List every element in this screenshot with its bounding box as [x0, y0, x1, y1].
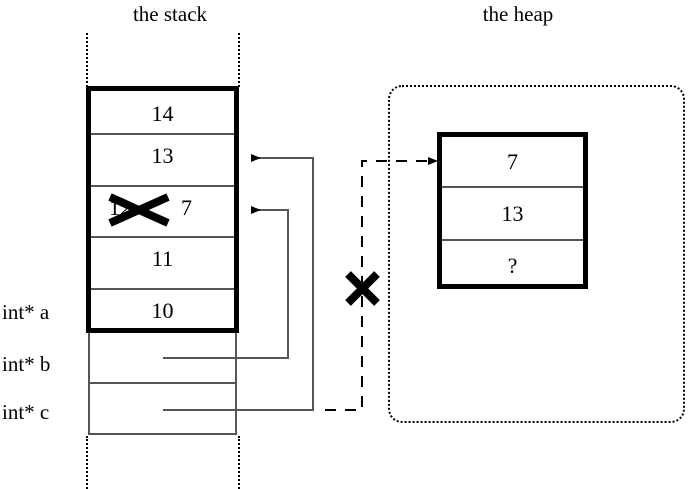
stack-cell-value: 10 — [151, 298, 174, 323]
heap-cell-value: ? — [507, 253, 518, 278]
variable-label-a: int* a — [2, 300, 50, 324]
stack-cell-value: 11 — [151, 246, 174, 271]
heap-cell-divider — [442, 239, 583, 241]
variable-label-b: int* b — [2, 352, 51, 376]
heap-cell-value: 7 — [507, 149, 518, 174]
stack-guide-left-lower — [86, 436, 88, 489]
stack-cell-value-replacement: 7 — [181, 195, 192, 220]
stack-cell-divider — [91, 185, 234, 187]
stack-cell-divider — [91, 288, 234, 290]
stack-cell-divider — [91, 236, 234, 238]
stack-pointer-cells — [88, 333, 237, 435]
stack-frame: 14 13 12 7 11 10 — [86, 86, 239, 333]
heap-title: the heap — [482, 2, 554, 26]
pointer-wire-c — [163, 154, 314, 411]
heap-region-boundary — [388, 85, 685, 423]
stack-cell-divider — [91, 133, 234, 135]
heap-block: 7 13 ? — [437, 132, 588, 289]
stack-guide-left-upper — [86, 33, 88, 87]
heap-cell-divider — [442, 186, 583, 188]
stack-cell-value: 13 — [151, 143, 174, 168]
heap-cell-value: 13 — [501, 201, 524, 226]
stack-title: the stack — [132, 2, 208, 26]
stack-cell-divider — [90, 382, 235, 384]
pointer-wire-b — [163, 206, 289, 359]
stack-cell-value: 14 — [151, 101, 174, 126]
strike-through-x-icon — [108, 193, 170, 227]
stack-guide-right-lower — [238, 436, 240, 489]
stack-guide-right-upper — [238, 33, 240, 87]
broken-pointer-x-icon — [345, 271, 380, 306]
variable-label-c: int* c — [2, 400, 50, 424]
